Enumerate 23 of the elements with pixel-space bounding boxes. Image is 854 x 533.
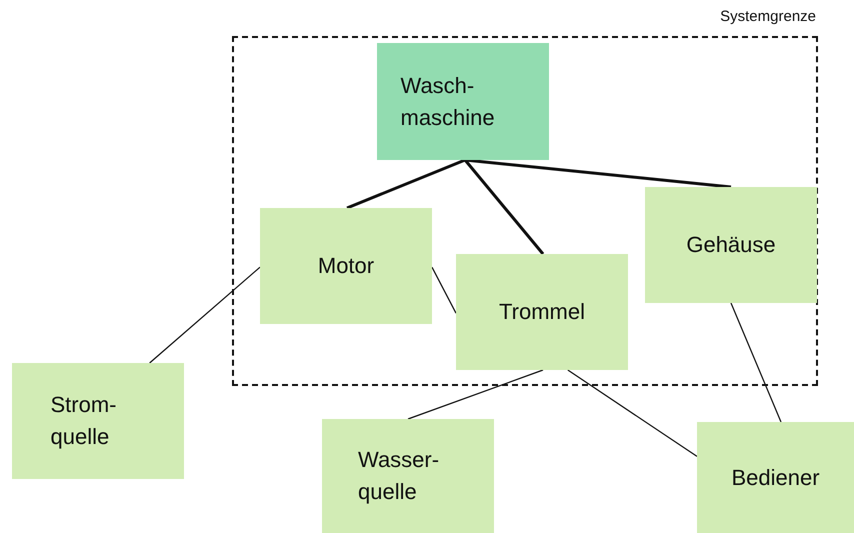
component-label: Motor [318,252,374,280]
component-label: Trommel [499,298,585,326]
connector-line [346,158,466,210]
component-label: Bediener [731,464,820,492]
connector-line [464,159,544,255]
component-label: Wasser- quelle [358,446,440,506]
component-box [260,208,432,324]
connector-line [567,370,698,457]
component-label: Gehäuse [686,231,776,260]
component-label: Wasch- maschine [400,72,496,132]
boundary-label: Systemgrenze [720,8,816,25]
component-box [377,43,549,160]
connector-line [431,266,457,314]
connector-line [149,266,260,364]
component-box [697,422,854,533]
component-label: Strom- quelle [50,391,118,451]
component-box [12,363,184,479]
component-box [645,187,817,303]
component-box [456,254,628,370]
connector-line [464,158,732,188]
connector-line [730,302,782,422]
connector-line [408,369,544,420]
component-box [322,419,494,533]
